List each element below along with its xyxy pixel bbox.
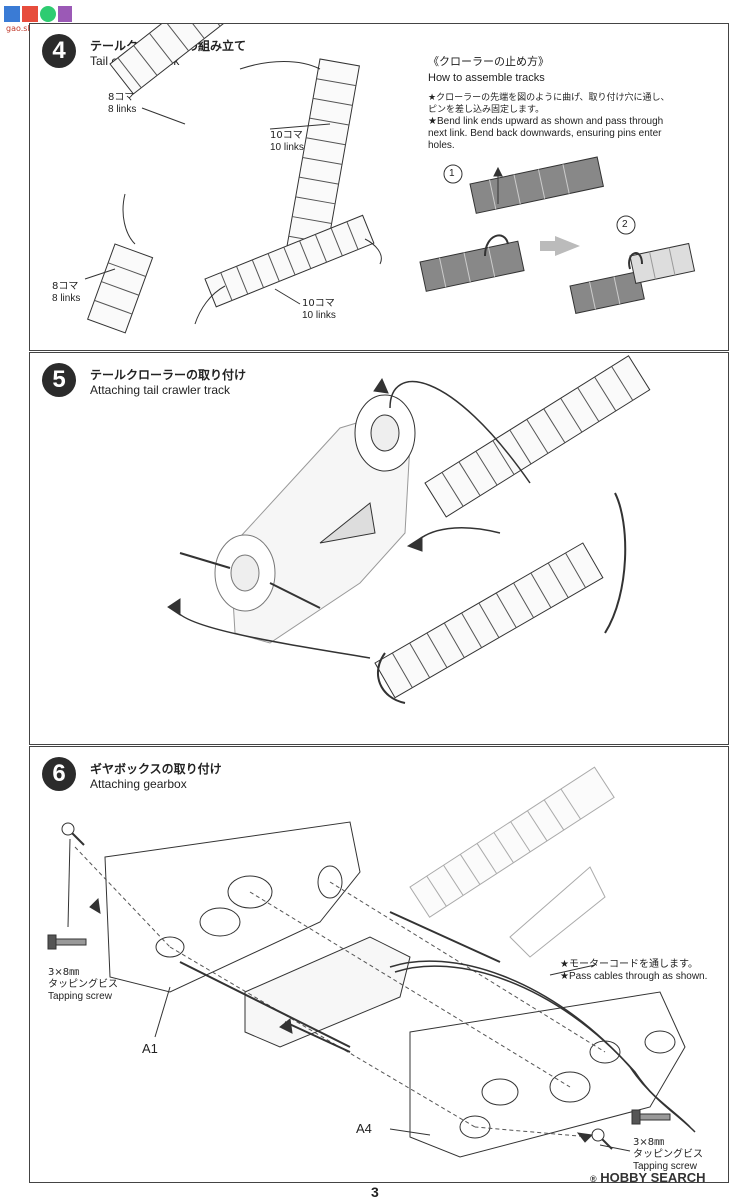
step-5-title-en: Attaching tail crawler track: [90, 383, 231, 397]
label-10links-right-en: 10 links: [270, 142, 304, 153]
brand-watermark: ® HOBBY SEARCH: [590, 1170, 750, 1188]
step-5-title-jp: テールクローラーの取り付け: [90, 368, 247, 382]
screw-right-name-en: Tapping screw: [633, 1161, 697, 1172]
screw-left-name-en: Tapping screw: [48, 991, 112, 1002]
label-8links-top-en: 8 links: [108, 104, 137, 115]
step-6-title-en: Attaching gearbox: [90, 777, 187, 791]
note-jp-line-2: ピンを差し込み固定します。: [428, 105, 545, 115]
step-6-panel: 6 ギヤボックスの取り付け Attaching gearbox: [29, 746, 729, 1183]
label-10links-bottom-jp: 10コマ: [302, 298, 335, 309]
step-6-title-jp: ギヤボックスの取り付け: [90, 762, 222, 776]
note-en-line-3: holes.: [428, 140, 455, 151]
marker-1: 1: [449, 168, 455, 179]
part-a4-label: A4: [356, 1121, 372, 1136]
step-5-panel: 5 テールクローラーの取り付け Attaching tail crawler t…: [29, 352, 729, 745]
brand-name: HOBBY SEARCH: [600, 1170, 706, 1185]
note-en-line-1: ★Bend link ends upward as shown and pass…: [428, 116, 664, 127]
brand-reg: ®: [590, 1174, 597, 1184]
label-10links-bottom-en: 10 links: [302, 310, 336, 321]
cable-note-jp: ★モーターコードを通します。: [560, 959, 698, 970]
howto-title-jp: 《クローラーの止め方》: [428, 55, 549, 68]
gearbox-illustration: [47, 766, 696, 1158]
screw-right-size: 3×8㎜: [633, 1137, 665, 1148]
screw-left-size: 3×8㎜: [48, 967, 80, 978]
howto-note: ★クローラーの先端を図のように曲げ、取り付け穴に通し、 ピンを差し込み固定します…: [428, 92, 669, 152]
marker-2: 2: [622, 219, 628, 230]
screw-right-name-jp: タッピングビス: [633, 1149, 703, 1160]
screw-left-name-jp: タッピングビス: [48, 979, 118, 990]
howto-title-en: How to assemble tracks: [428, 72, 545, 84]
step-6-number: 6: [42, 757, 76, 791]
label-8links-left-jp: 8コマ: [52, 281, 79, 292]
step-4-panel: 4 テールクローラーの組み立て Tail crawler track: [29, 23, 729, 351]
label-8links-left-en: 8 links: [52, 293, 81, 304]
note-en-line-2: next link. Bend back downwards, ensuring…: [428, 128, 662, 139]
attach-track-illustration: [167, 355, 651, 704]
label-8links-top-jp: 8コマ: [108, 92, 135, 103]
cable-note-en: ★Pass cables through as shown.: [560, 971, 708, 982]
step-5-number: 5: [42, 363, 76, 397]
link-assembly-illustration: [419, 156, 696, 314]
label-10links-right-jp: 10コマ: [270, 130, 303, 141]
part-a1-label: A1: [142, 1041, 158, 1056]
step-4-number: 4: [42, 34, 76, 68]
watermark-logo-image: [4, 6, 72, 22]
track-loop-illustration: [84, 24, 382, 334]
page-number: 3: [371, 1184, 379, 1200]
note-jp-line-1: ★クローラーの先端を図のように曲げ、取り付け穴に通し、: [428, 93, 670, 103]
